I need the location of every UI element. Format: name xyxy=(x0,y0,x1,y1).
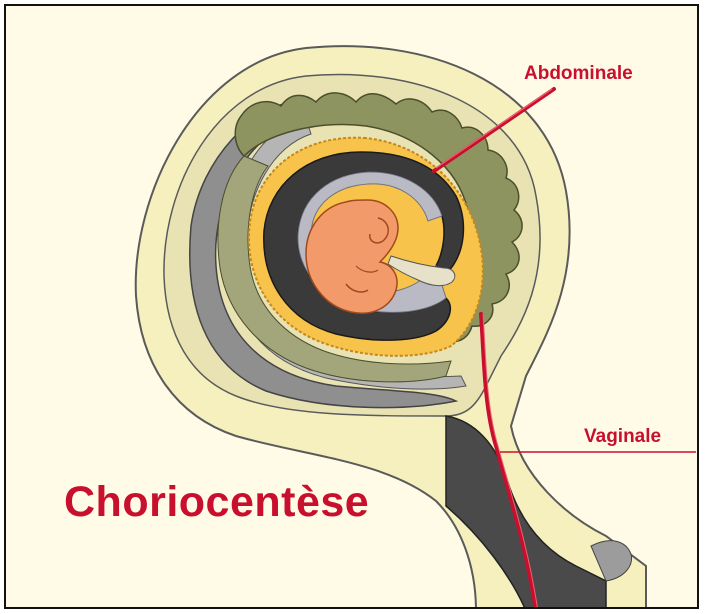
abdominal-label: Abdominale xyxy=(524,64,633,83)
diagram-frame: Abdominale Vaginale Choriocentèse xyxy=(4,4,699,609)
vaginal-label: Vaginale xyxy=(584,427,661,446)
diagram-title: Choriocentèse xyxy=(64,481,369,524)
